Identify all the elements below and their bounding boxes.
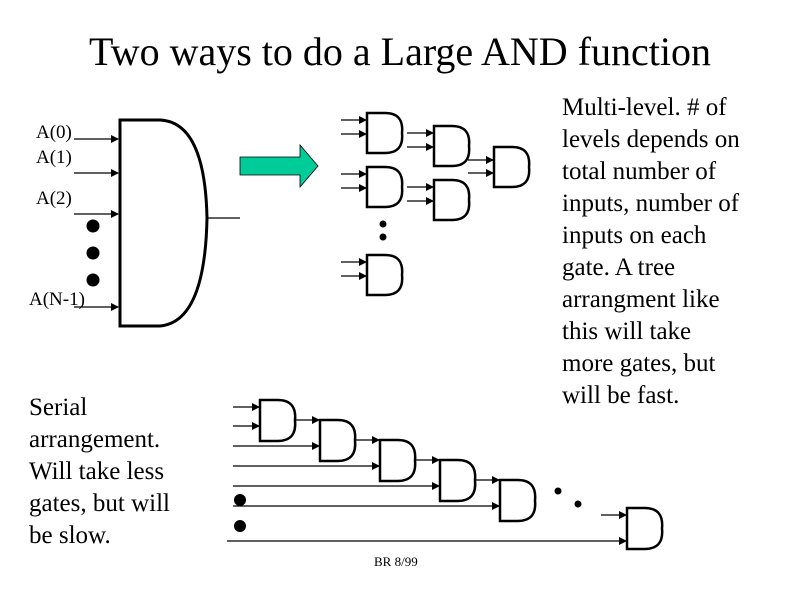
serial-line: gates, but will xyxy=(29,490,170,517)
tree-line: arrangment like xyxy=(562,286,720,313)
tree-line: inputs, number of xyxy=(562,190,740,217)
slide-title: Two ways to do a Large AND function xyxy=(89,29,711,74)
ellipsis-dot xyxy=(86,246,100,260)
and-gate xyxy=(438,458,477,503)
ellipsis-dot xyxy=(554,487,562,495)
tree-description: Multi-level. # of levels depends on tota… xyxy=(562,92,740,412)
and-gate xyxy=(365,111,404,155)
ellipsis-dot xyxy=(574,500,582,508)
input-label-an-1: A(N-1) xyxy=(29,289,85,310)
input-label-a2: A(2) xyxy=(36,188,72,209)
serial-arrangement xyxy=(227,398,664,551)
and-gate xyxy=(258,398,297,443)
and-gate xyxy=(365,253,404,297)
serial-line: Serial xyxy=(29,394,88,421)
ellipsis-dot xyxy=(379,233,387,241)
serial-line: arrangement. xyxy=(29,426,161,453)
input-label-a0: A(0) xyxy=(36,122,72,143)
tree-line: levels depends on xyxy=(562,126,740,153)
and-gate xyxy=(432,124,471,168)
ellipsis-dot xyxy=(234,494,246,506)
tree-line: inputs on each xyxy=(562,222,707,249)
and-gate xyxy=(498,478,537,523)
transform-arrow-icon xyxy=(239,143,319,189)
serial-description: Serial arrangement. Will take less gates… xyxy=(29,392,170,552)
ellipsis-dot xyxy=(379,220,387,228)
and-gate xyxy=(492,145,531,189)
ellipsis-dot xyxy=(86,273,100,287)
and-gate xyxy=(365,165,404,209)
ellipsis-dot xyxy=(86,219,100,233)
tree-line: gate. A tree xyxy=(562,254,676,281)
tree-line: total number of xyxy=(562,158,717,185)
serial-line: be slow. xyxy=(29,522,111,549)
tree-line: this will take xyxy=(562,318,692,345)
and-gate xyxy=(318,418,357,463)
and-gate xyxy=(378,438,417,483)
tree-line: Multi-level. # of xyxy=(562,94,727,121)
ellipsis-dot xyxy=(234,520,246,532)
large-and-gate xyxy=(74,118,240,328)
and-gate xyxy=(432,178,471,222)
footer-credit: BR 8/99 xyxy=(374,554,418,569)
and-gate xyxy=(625,506,664,551)
input-label-a1: A(1) xyxy=(36,147,72,168)
serial-line: Will take less xyxy=(29,458,165,485)
tree-line: more gates, but xyxy=(562,350,716,377)
tree-arrangement xyxy=(341,111,531,297)
tree-line: will be fast. xyxy=(562,382,680,409)
